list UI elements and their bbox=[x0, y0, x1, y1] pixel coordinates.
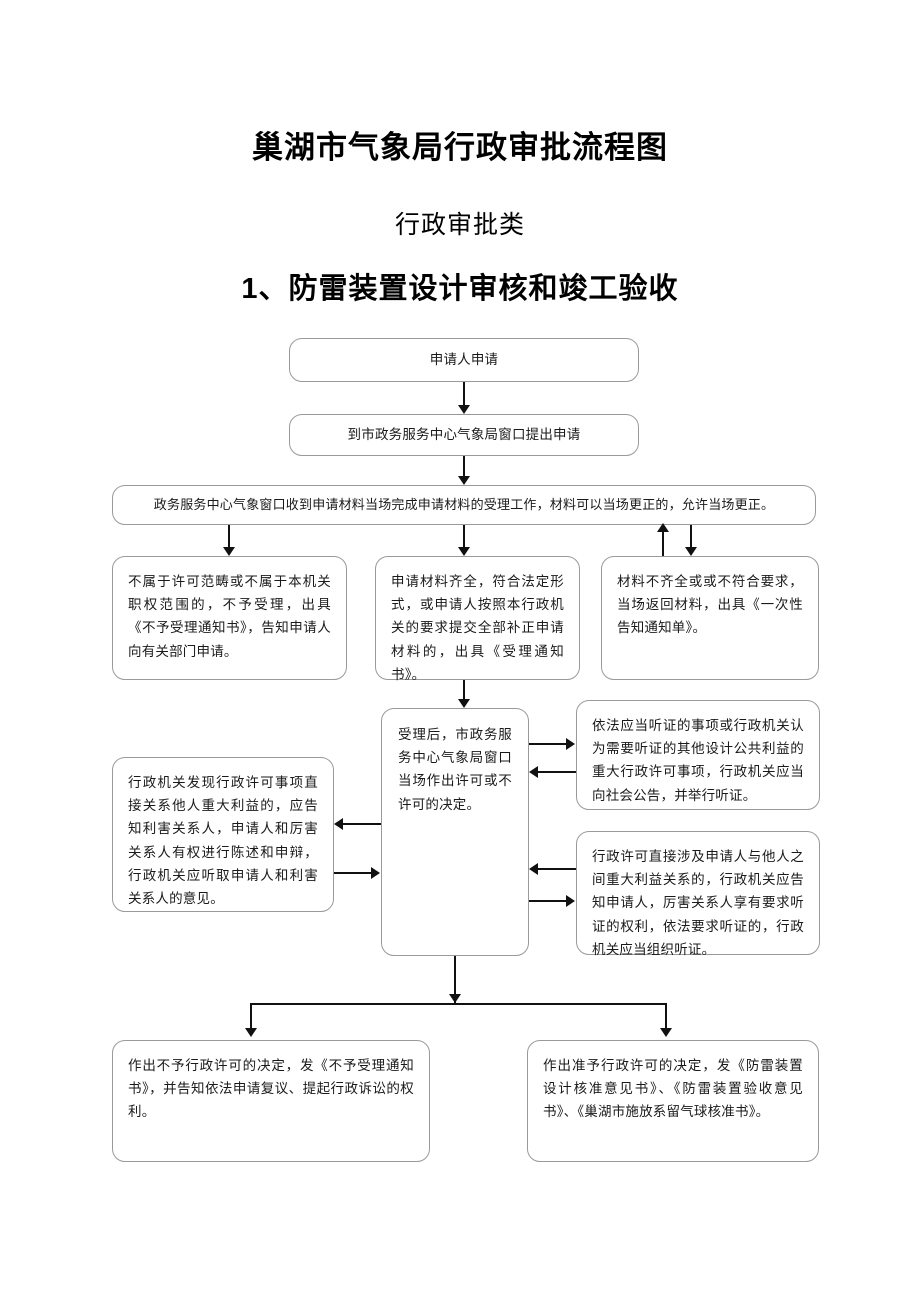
flow-node-statement-and-defense-label: 行政机关发现行政许可事项直接关系他人重大利益的，应告知利害关系人，申请人和厉害关… bbox=[128, 775, 318, 907]
connector-submit-to-intake bbox=[463, 456, 465, 479]
flow-node-hearing-third-party: 行政许可直接涉及申请人与他人之间重大利益关系的，行政机关应告知申请人，厉害关系人… bbox=[576, 831, 820, 957]
arrowhead-right-icon bbox=[566, 895, 575, 907]
flow-node-reject-out-of-scope-label: 不属于许可范畴或不属于本机关职权范围的，不予受理，出具《不予受理通知书》，告知申… bbox=[128, 574, 331, 659]
arrowhead-left-icon bbox=[529, 766, 538, 778]
section-title: 1、防雷装置设计审核和竣工验收 bbox=[241, 273, 679, 305]
arrowhead-left-icon bbox=[529, 863, 538, 875]
connector-decision-to-split bbox=[454, 956, 456, 1003]
flow-node-reject-out-of-scope: 不属于许可范畴或不属于本机关职权范围的，不予受理，出具《不予受理通知书》，告知申… bbox=[112, 556, 347, 680]
flow-node-hearing-public-interest-label: 依法应当听证的事项或行政机关认为需要听证的其他设计公共利益的重大行政许可事项，行… bbox=[592, 718, 804, 803]
arrowhead-right-icon bbox=[371, 867, 380, 879]
arrowhead-left-icon bbox=[334, 818, 343, 830]
connector-split-to-approve bbox=[665, 1003, 667, 1032]
flow-node-accept-complete: 申请材料齐全，符合法定形式，或申请人按照本行政机关的要求提交全部补正申请材料的，… bbox=[375, 556, 580, 682]
flow-node-hearing-third-party-label: 行政许可直接涉及申请人与他人之间重大利益关系的，行政机关应告知申请人，厉害关系人… bbox=[592, 849, 804, 957]
arrowhead-down-icon bbox=[685, 547, 697, 556]
arrowhead-down-icon bbox=[458, 547, 470, 556]
connector-decision-to-statement bbox=[343, 823, 381, 825]
arrowhead-right-icon bbox=[566, 738, 575, 750]
flow-node-refusal-decision-label: 作出不予行政许可的决定，发《不予受理通知书》，并告知依法申请复议、提起行政诉讼的… bbox=[128, 1058, 414, 1120]
arrowhead-down-icon bbox=[458, 699, 470, 708]
arrowhead-down-icon bbox=[449, 994, 461, 1003]
page-title: 巢湖市气象局行政审批流程图 bbox=[252, 130, 668, 165]
arrowhead-down-icon bbox=[223, 547, 235, 556]
flow-node-refusal-decision: 作出不予行政许可的决定，发《不予受理通知书》，并告知依法申请复议、提起行政诉讼的… bbox=[112, 1040, 430, 1162]
connector-split-to-refuse bbox=[250, 1003, 252, 1032]
arrowhead-down-icon bbox=[660, 1028, 672, 1037]
flow-node-decision: 受理后，市政务服务中心气象局窗口当场作出许可或不许可的决定。 bbox=[381, 708, 529, 956]
connector-decision-to-hearing-public bbox=[529, 743, 567, 745]
flow-node-applicant: 申请人申请 bbox=[289, 338, 639, 382]
flow-node-submit-window-label: 到市政务服务中心气象局窗口提出申请 bbox=[347, 427, 581, 443]
connector-incomplete-to-intake bbox=[662, 530, 664, 556]
connector-split-bar bbox=[250, 1003, 666, 1005]
arrowhead-down-icon bbox=[458, 476, 470, 485]
connector-hearing-public-to-decision bbox=[538, 771, 576, 773]
flow-node-applicant-label: 申请人申请 bbox=[429, 352, 499, 368]
arrowhead-down-icon bbox=[245, 1028, 257, 1037]
flow-node-intake-label: 政务服务中心气象窗口收到申请材料当场完成申请材料的受理工作，材料可以当场更正的，… bbox=[153, 496, 775, 512]
flow-node-incomplete-materials: 材料不齐全或或不符合要求，当场返回材料，出具《一次性告知通知单》。 bbox=[601, 556, 819, 680]
connector-hearing-third-party-to-decision bbox=[538, 868, 576, 870]
flow-node-incomplete-materials-label: 材料不齐全或或不符合要求，当场返回材料，出具《一次性告知通知单》。 bbox=[617, 574, 803, 636]
flow-node-approval-decision-label: 作出准予行政许可的决定，发《防雷装置设计核准意见书》、《防雷装置验收意见书》、《… bbox=[543, 1058, 803, 1120]
flow-node-approval-decision: 作出准予行政许可的决定，发《防雷装置设计核准意见书》、《防雷装置验收意见书》、《… bbox=[527, 1040, 819, 1162]
connector-statement-to-decision bbox=[334, 872, 372, 874]
flow-node-accept-complete-label: 申请材料齐全，符合法定形式，或申请人按照本行政机关的要求提交全部补正申请材料的，… bbox=[391, 574, 564, 682]
connector-intake-to-incomplete bbox=[690, 525, 692, 550]
connector-intake-to-reject bbox=[228, 525, 230, 550]
arrowhead-up-icon bbox=[657, 523, 669, 532]
connector-decision-to-hearing-third-party bbox=[529, 900, 567, 902]
flow-node-decision-label: 受理后，市政务服务中心气象局窗口当场作出许可或不许可的决定。 bbox=[398, 727, 512, 812]
arrowhead-down-icon bbox=[458, 405, 470, 414]
flow-node-submit-window: 到市政务服务中心气象局窗口提出申请 bbox=[289, 414, 639, 456]
connector-intake-to-accept bbox=[463, 525, 465, 550]
flow-node-hearing-public-interest: 依法应当听证的事项或行政机关认为需要听证的其他设计公共利益的重大行政许可事项，行… bbox=[576, 700, 820, 810]
connector-accept-to-decision bbox=[463, 680, 465, 702]
flow-node-statement-and-defense: 行政机关发现行政许可事项直接关系他人重大利益的，应告知利害关系人，申请人和厉害关… bbox=[112, 757, 334, 912]
page-subtitle: 行政审批类 bbox=[394, 211, 525, 239]
flow-node-intake: 政务服务中心气象窗口收到申请材料当场完成申请材料的受理工作，材料可以当场更正的，… bbox=[112, 485, 816, 525]
connector-applicant-to-submit bbox=[463, 382, 465, 408]
